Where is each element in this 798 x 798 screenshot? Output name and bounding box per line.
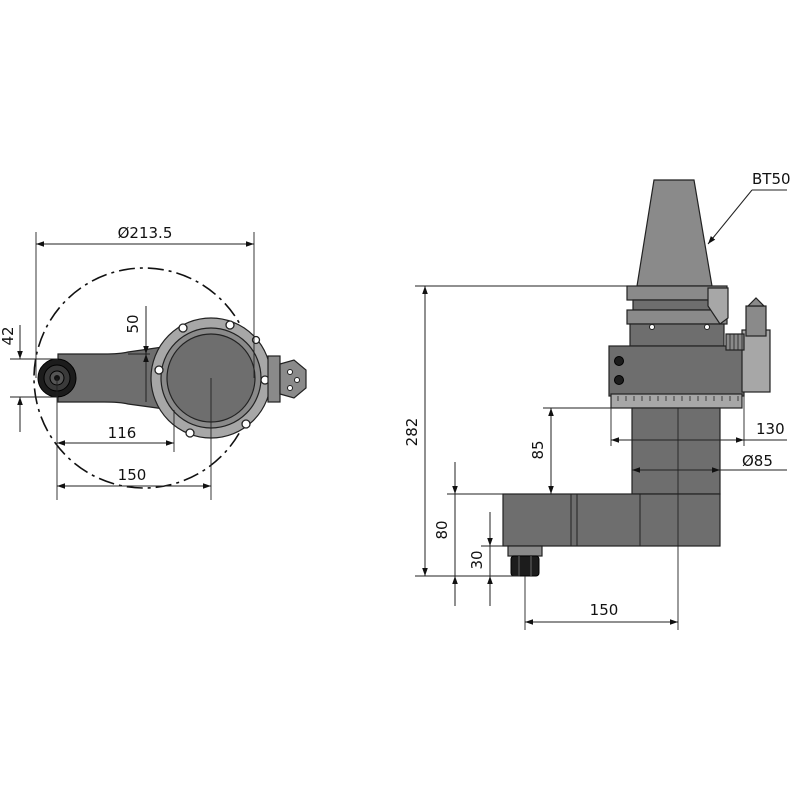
dim-label-130: 130 xyxy=(756,420,785,438)
stop-pin-head xyxy=(746,297,766,307)
dim-label-80: 80 xyxy=(433,520,451,539)
tool-nut xyxy=(510,555,540,577)
side-view: BT50 282 85 130 Ø85 80 30 xyxy=(403,170,791,630)
tool-holder xyxy=(507,545,543,557)
spindle xyxy=(631,407,721,495)
side-arm xyxy=(502,493,721,547)
top-side-block xyxy=(267,355,281,403)
dim-label-50: 50 xyxy=(124,314,142,333)
drive-key xyxy=(707,287,729,325)
top-stop-block xyxy=(279,359,307,399)
dim-label-diameter-85: Ø85 xyxy=(742,452,773,470)
dim-label-diameter-213: Ø213.5 xyxy=(118,224,173,242)
top-view: Ø213.5 50 42 116 150 xyxy=(0,224,307,500)
stop-spring xyxy=(725,333,745,351)
dim-label-150-top: 150 xyxy=(118,466,147,484)
dim-label-42: 42 xyxy=(0,326,17,345)
dim-label-116: 116 xyxy=(108,424,137,442)
side-housing xyxy=(608,345,745,397)
dim-label-30: 30 xyxy=(468,550,486,569)
dim-label-282: 282 xyxy=(403,418,421,447)
bt50-taper xyxy=(636,179,713,287)
dim-label-150-side: 150 xyxy=(590,601,619,619)
stop-pin-housing xyxy=(745,305,767,337)
dim-label-85: 85 xyxy=(529,440,547,459)
stop-bracket xyxy=(741,329,771,393)
bt50-label: BT50 xyxy=(752,170,791,188)
scale-ticks xyxy=(617,396,739,401)
